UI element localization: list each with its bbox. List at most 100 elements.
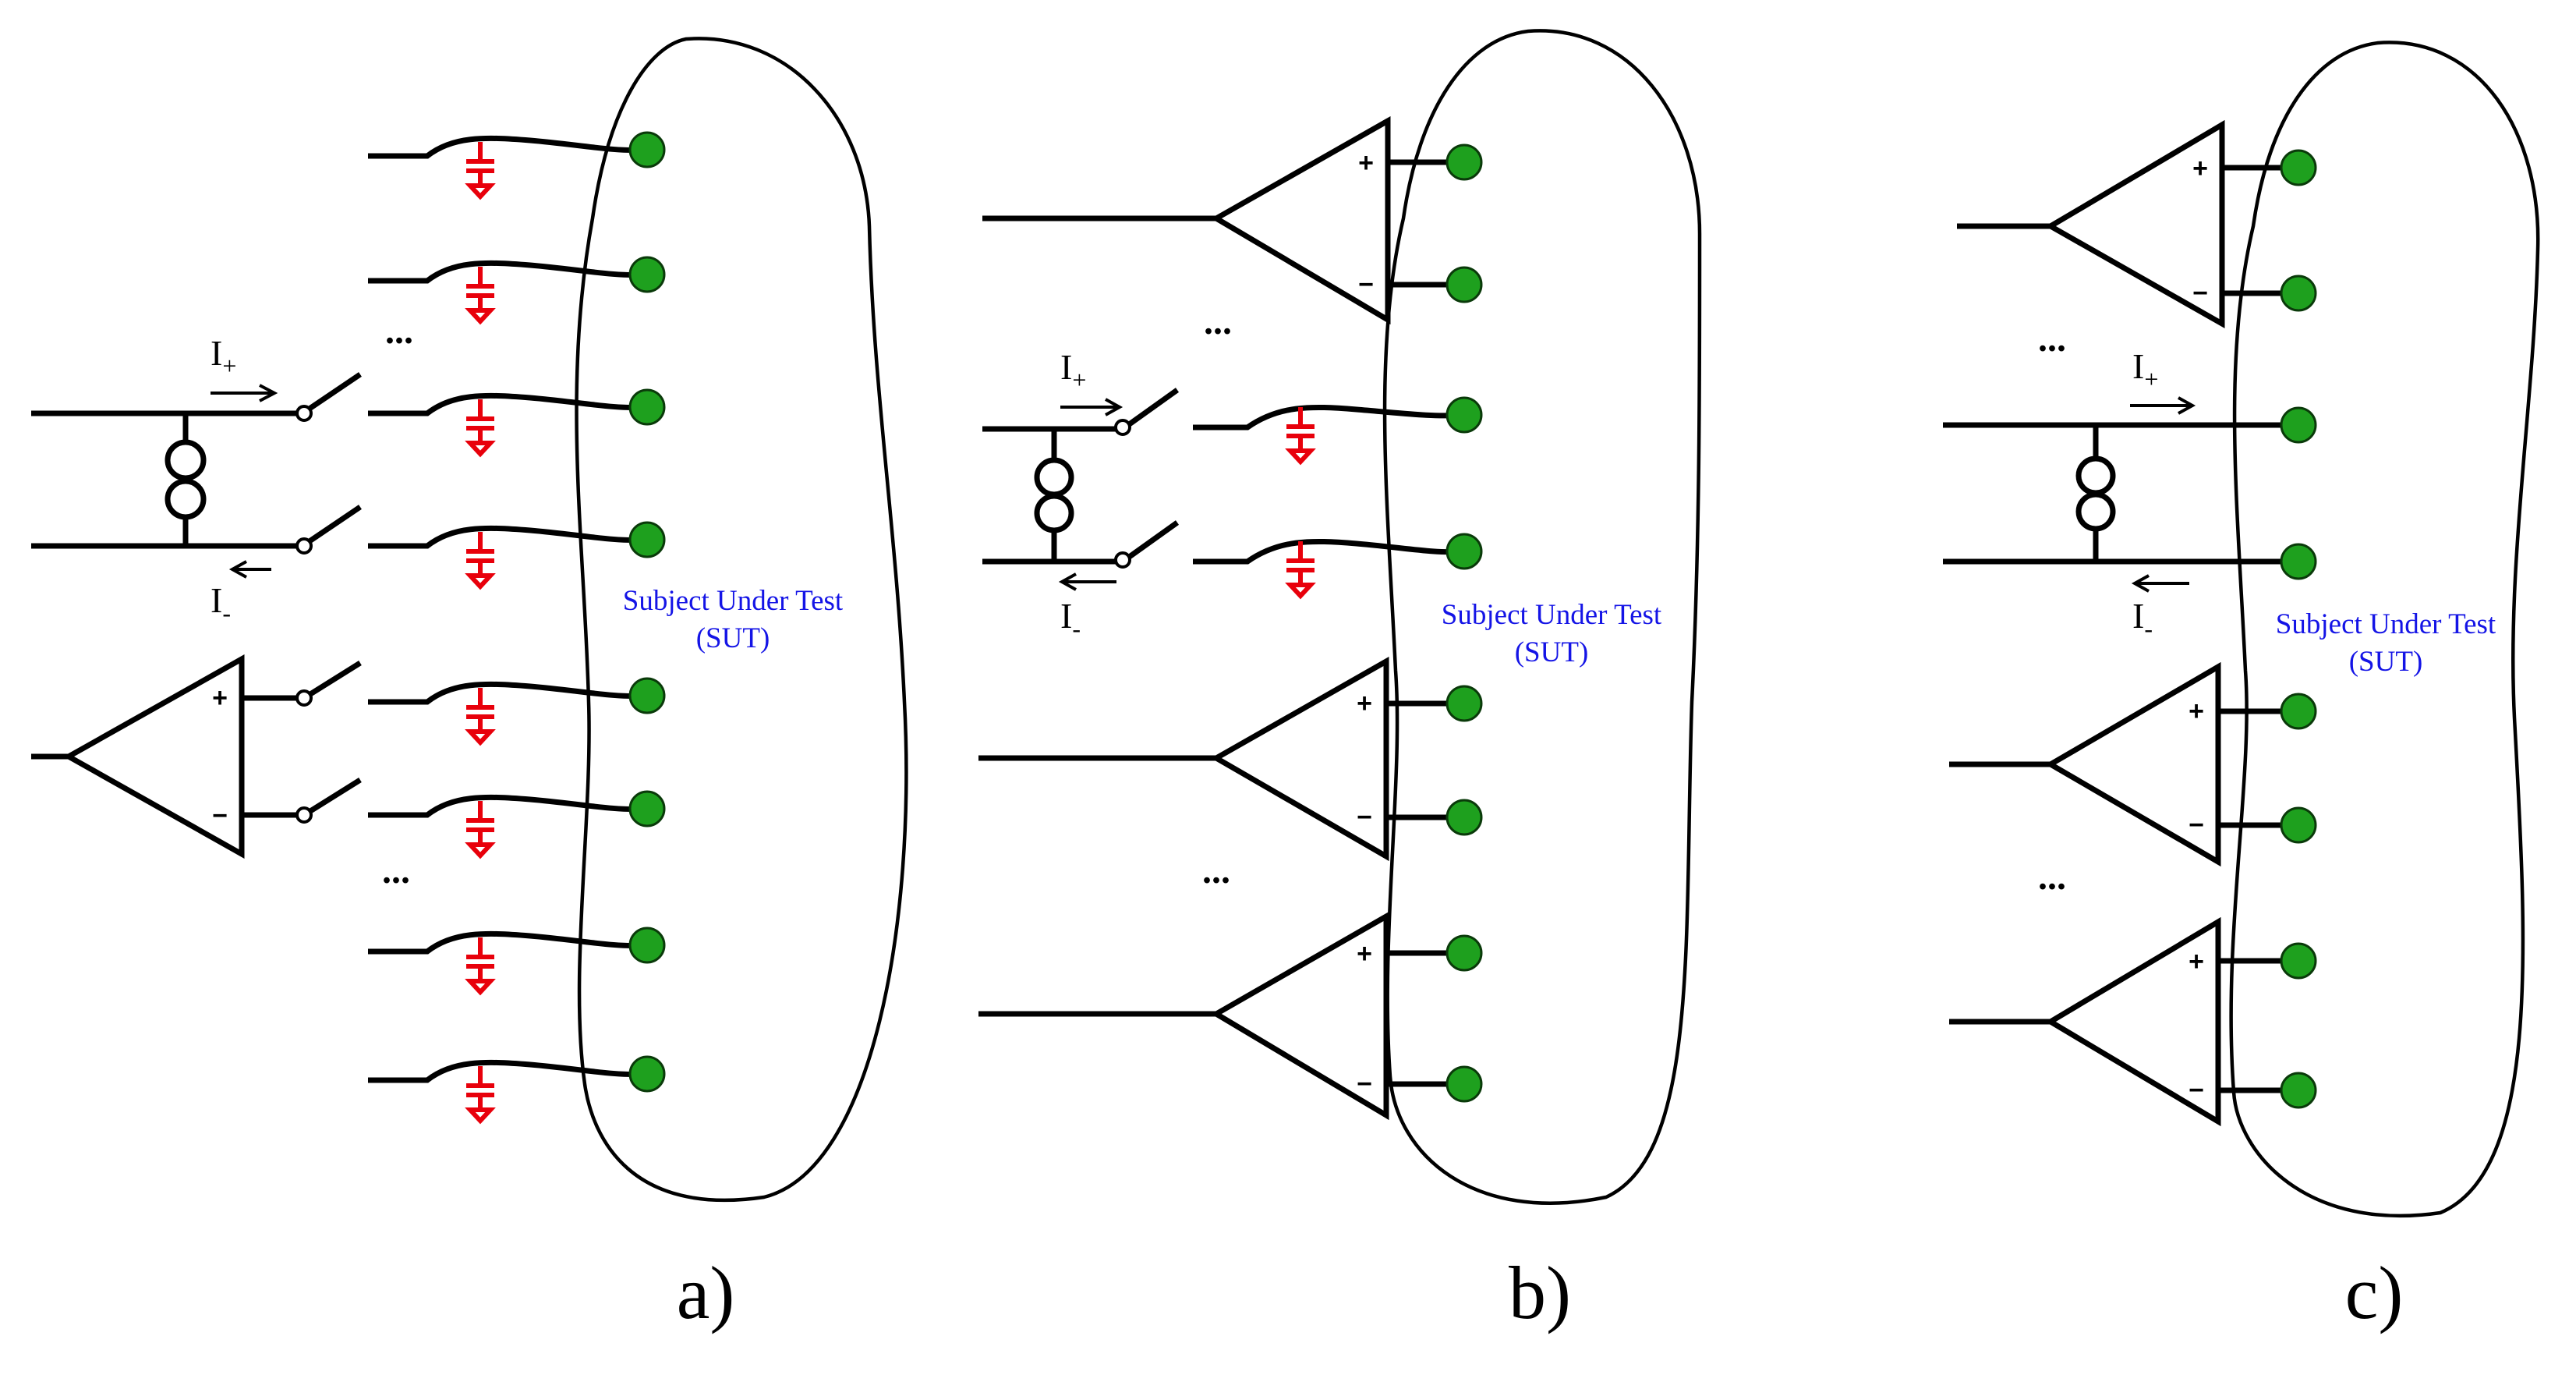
current-plus-arrow	[211, 384, 278, 402]
amp-minus-sign: −	[2189, 1075, 2204, 1105]
electrode	[628, 927, 666, 964]
sut-boundary	[575, 37, 908, 1203]
electrode	[1445, 934, 1483, 972]
capacitive-leads	[1193, 404, 1463, 565]
amp-minus-sign: −	[2189, 810, 2204, 840]
capacitor-7	[465, 937, 496, 996]
electrode	[628, 256, 666, 293]
ellipsis: ...	[2038, 318, 2066, 360]
ellipsis: ...	[385, 310, 413, 352]
lead-3	[368, 392, 645, 416]
current-minus-label: I-	[1060, 596, 1081, 643]
switch-contact	[295, 405, 313, 422]
coupling-capacitors	[465, 142, 496, 1125]
capacitor-6	[465, 801, 496, 859]
panel-label: c)	[2345, 1251, 2404, 1334]
differential-amplifier: + −	[31, 654, 362, 859]
electrode	[2280, 406, 2317, 444]
electrodes	[628, 131, 666, 1093]
current-plus-label: I+	[2132, 346, 2158, 393]
sut-label-abbrev: (SUT)	[696, 622, 770, 654]
amp-plus-sign: +	[2189, 947, 2204, 976]
current-source	[1943, 422, 2296, 565]
amp-plus-sign: +	[2192, 154, 2208, 183]
capacitor-4	[465, 532, 496, 590]
electrodes	[1445, 144, 1483, 1103]
electrode	[1445, 144, 1483, 181]
electrode	[2280, 543, 2317, 580]
electrode	[2280, 942, 2317, 980]
amp-plus-sign: +	[2189, 696, 2204, 726]
capacitor-1	[465, 142, 496, 200]
switch-contact	[295, 537, 313, 555]
electrode	[2280, 149, 2317, 186]
electrode	[1445, 266, 1483, 303]
sut-label: Subject Under Test	[623, 585, 844, 617]
amplifier-top: + −	[1957, 119, 2296, 329]
current-minus-label: I-	[211, 580, 231, 627]
panel-a: I+ I- + − ... ... Subject Under Test (SU…	[31, 37, 908, 1334]
current-plus-arrow	[1060, 398, 1123, 416]
amp-minus-sign: −	[1357, 803, 1372, 832]
sut-boundary	[2229, 41, 2540, 1218]
amplifier-top: + −	[982, 115, 1462, 325]
electrode	[1445, 799, 1483, 836]
electrode	[2280, 1072, 2317, 1109]
amp-minus-sign: −	[1357, 1069, 1372, 1099]
electrode	[1445, 685, 1483, 722]
capacitor-2	[465, 267, 496, 325]
current-source	[31, 372, 362, 555]
electrode	[628, 521, 666, 558]
electrode	[1445, 533, 1483, 570]
coupling-capacitors	[1285, 407, 1316, 600]
electrode	[2280, 693, 2317, 730]
capacitor-8	[465, 1066, 496, 1125]
capacitor-3	[465, 399, 496, 458]
amp-minus-sign: −	[2192, 278, 2208, 308]
current-plus-label: I+	[211, 333, 236, 380]
lead-2	[368, 260, 645, 284]
lead-5	[368, 681, 645, 705]
amplifier-bottom: + −	[1949, 916, 2296, 1127]
amplifier-middle: + −	[978, 656, 1462, 862]
current-minus-arrow	[228, 560, 271, 579]
lead-7	[368, 930, 645, 955]
current-minus-label: I-	[2132, 596, 2153, 643]
capacitive-leads	[368, 135, 645, 1083]
panel-c: + − I+ I- + −	[1943, 41, 2540, 1334]
electrode	[628, 131, 666, 168]
electrode	[628, 1055, 666, 1093]
current-source	[982, 388, 1180, 569]
electrode	[1445, 1065, 1483, 1103]
sut-label-abbrev: (SUT)	[2349, 646, 2423, 678]
capacitor-5	[465, 688, 496, 746]
amp-plus-sign: +	[1357, 689, 1372, 718]
amp-plus-sign: +	[1357, 939, 1372, 969]
panel-label: a)	[677, 1251, 735, 1334]
ellipsis: ...	[2038, 856, 2066, 898]
ellipsis: ...	[1204, 301, 1232, 342]
electrode	[628, 790, 666, 827]
electrode	[628, 677, 666, 714]
electrodes	[2280, 149, 2317, 1109]
switch-contact	[1114, 419, 1131, 436]
lead-4	[368, 525, 645, 549]
switch-contact	[295, 689, 313, 707]
sut-label: Subject Under Test	[1442, 599, 1662, 631]
switch-contact	[295, 806, 313, 824]
current-plus-label: I+	[1060, 347, 1086, 394]
lead-8	[368, 1059, 645, 1083]
panel-label: b)	[1509, 1251, 1571, 1334]
amp-minus-sign: −	[1358, 270, 1374, 299]
sut-label-abbrev: (SUT)	[1515, 636, 1589, 668]
sut-label: Subject Under Test	[2276, 608, 2496, 640]
electrode	[1445, 396, 1483, 434]
lead-1	[368, 135, 645, 159]
ellipsis: ...	[1202, 850, 1230, 891]
electrode	[2280, 275, 2317, 312]
current-minus-arrow	[1058, 572, 1116, 591]
electrode	[628, 388, 666, 426]
switch-contact	[1114, 551, 1131, 569]
